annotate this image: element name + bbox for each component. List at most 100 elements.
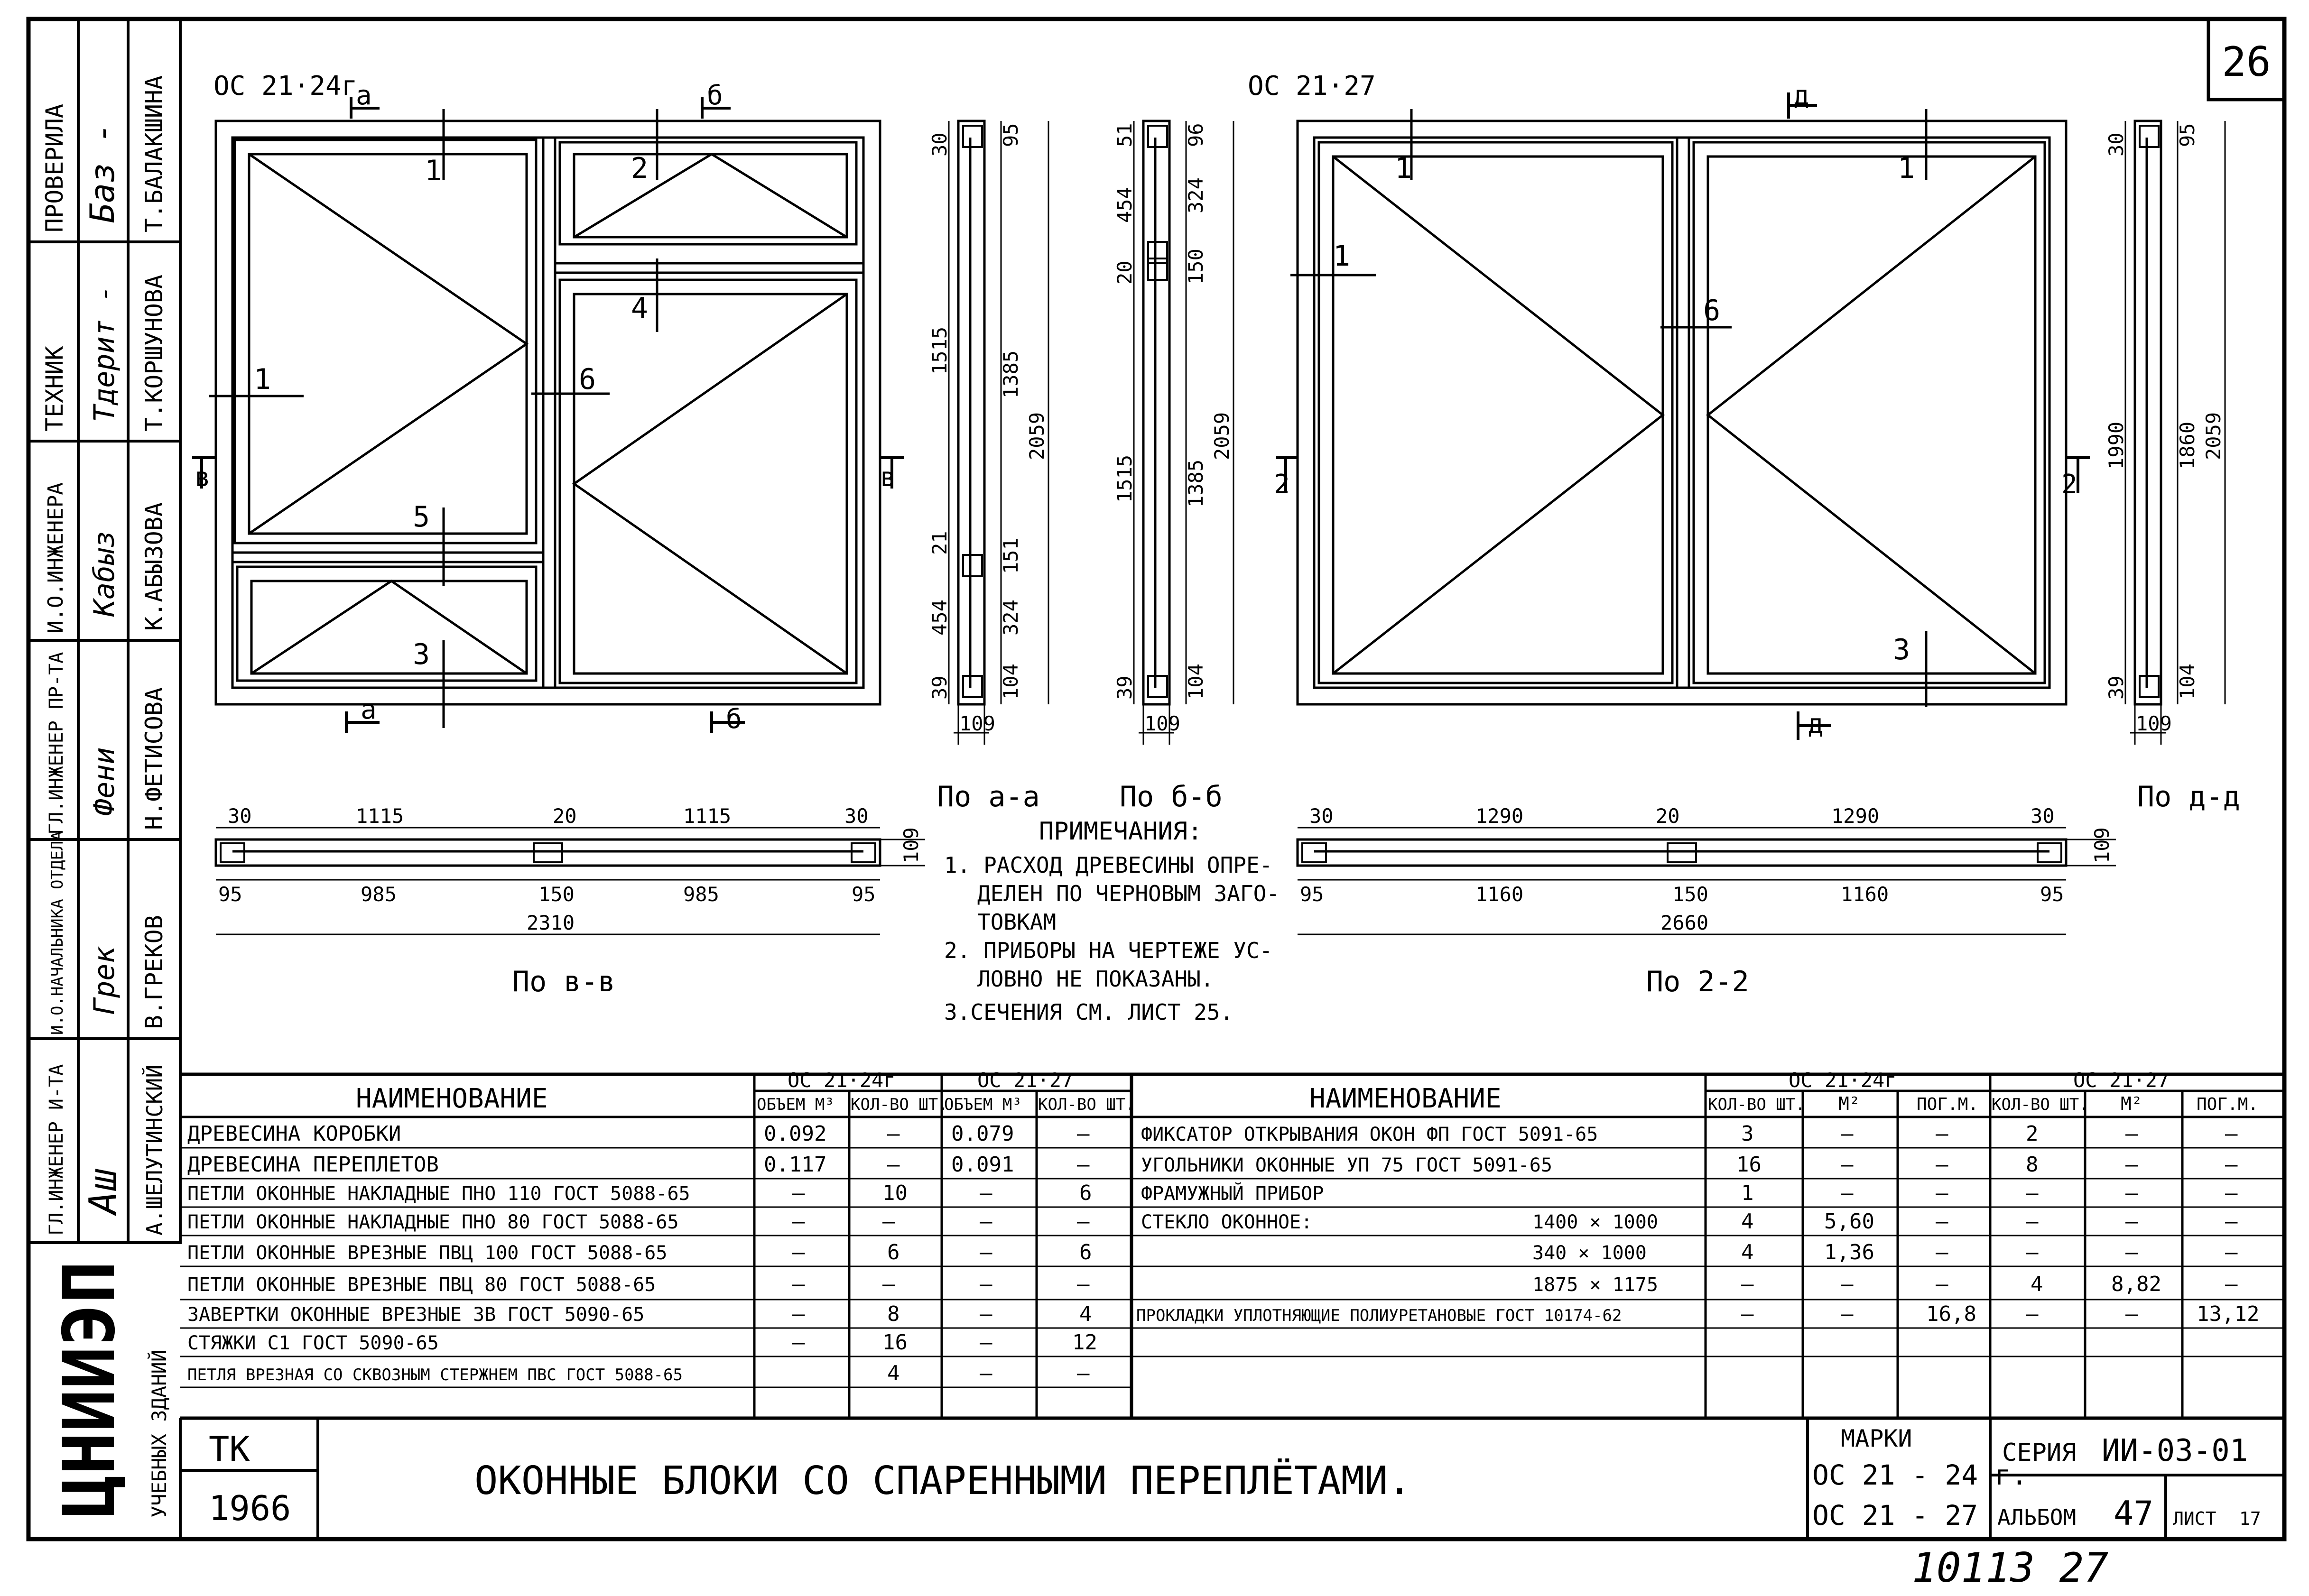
tr-r4-c4: — [2026, 1209, 2039, 1234]
bb-dim-total: 2059 [1210, 412, 1233, 460]
tr-r5-size: 340 × 1000 [1532, 1242, 1647, 1264]
tb-album-label: АЛЬБОМ [1997, 1504, 2076, 1530]
aa-dim-r3: 151 [999, 538, 1022, 574]
tr-r6-c2: — [1841, 1272, 1854, 1296]
aa-dim-l5: 39 [928, 675, 951, 700]
tr-r2-name: УГОЛЬНИКИ ОКОННЫЕ УП 75 ГОСТ 5091-65 [1141, 1154, 1552, 1176]
tl-sub-3: ОБЪЕМ М³ [944, 1095, 1022, 1114]
tr-r1-name: ФИКСАТОР ОТКРЫВАНИЯ ОКОН ФП ГОСТ 5091-65 [1141, 1124, 1598, 1145]
tr-r5-c4: — [2026, 1240, 2039, 1264]
r-callout-6: 6 [1703, 294, 1720, 327]
stamp-name-1: Т.БАЛАКШИНА [140, 75, 168, 232]
tr-r1-c3: — [1936, 1122, 1948, 1146]
cut-a-top: а [356, 80, 372, 111]
section-d-d: 30 1990 39 95 1860 104 2059 109 По д-д [2105, 120, 2240, 813]
tl-r6-c2: — [882, 1272, 895, 1296]
tl-r3-c2: 10 [882, 1181, 908, 1205]
tl-r3-c4: 6 [1079, 1181, 1092, 1205]
tr-r2-c3: — [1936, 1153, 1948, 1177]
notes-line-6: 3.СЕЧЕНИЯ СМ. ЛИСТ 25. [944, 999, 1233, 1025]
aa-caption: По а-а [937, 780, 1040, 813]
tb-sheet: 17 [2239, 1508, 2261, 1529]
notes-line-2: ДЕЛЕН ПО ЧЕРНОВЫМ ЗАГО- [977, 881, 1280, 906]
tr-sub-1: КОЛ-ВО ШТ. [1708, 1095, 1805, 1114]
right-window-mark: ОС 21·27 [1248, 71, 1376, 101]
stamp-sign-3: Кабыз [88, 531, 121, 617]
spec-table-rows [180, 1147, 2284, 1388]
tl-r4-name: ПЕТЛИ ОКОННЫЕ НАКЛАДНЫЕ ПНО 80 ГОСТ 5088… [187, 1211, 679, 1233]
g2-top-4: 1290 [1831, 804, 1879, 828]
stamp-sign-5: Грек [88, 946, 121, 1015]
window-oc-21-24: ОС 21·24г 1 2 [192, 71, 904, 735]
cut-d-bottom: д [1808, 709, 1824, 739]
org-block: ЦНИИЭП УЧЕБНЫХ ЗДАНИЙ [28, 1261, 180, 1541]
tl-r1-c1: 0.092 [764, 1122, 826, 1146]
stamp-name-3: К.АБЫЗОВА [140, 502, 168, 631]
tl-r9-name: ПЕТЛЯ ВРЕЗНАЯ СО СКВОЗНЫМ СТЕРЖНЕМ ПВС Г… [187, 1365, 683, 1384]
g2-height: 109 [2090, 827, 2114, 863]
tl-r1-c4: — [1077, 1122, 1090, 1146]
tr-r6-c6: — [2225, 1272, 2238, 1296]
callout-6: 6 [579, 363, 596, 396]
r-callout-3: 3 [1893, 633, 1910, 666]
tl-r8-name: СТЯЖКИ С1 ГОСТ 5090-65 [187, 1332, 439, 1354]
bb-dim-l4: 1515 [1113, 455, 1136, 503]
tl-r3-c1: — [792, 1181, 805, 1205]
stamp-role-5: И.О.НАЧАЛЬНИКА ОТДЕЛА [48, 831, 67, 1035]
tl-r2-c4: — [1077, 1153, 1090, 1177]
bb-dim-l1: 51 [1113, 123, 1136, 147]
tr-r7-c2: — [1841, 1302, 1854, 1326]
notes: ПРИМЕЧАНИЯ: 1. РАСХОД ДРЕВЕСИНЫ ОПРЕ- ДЕ… [944, 817, 1280, 1025]
dd-dim-width: 109 [2136, 712, 2172, 735]
tr-r6-size: 1875 × 1175 [1532, 1274, 1658, 1296]
aa-dim-r4: 324 [999, 600, 1022, 636]
tl-r8-c4: 12 [1072, 1330, 1097, 1355]
dd-dim-l2: 1990 [2105, 422, 2128, 470]
tl-r8-c1: — [792, 1330, 805, 1355]
tb-series-label: СЕРИЯ [2002, 1439, 2077, 1467]
window-oc-21-27: ОС 21·27 1 1 1 6 3 д д 2 [1248, 71, 2090, 740]
vv-bot-4: 985 [683, 883, 719, 906]
tr-r7-c3: 16,8 [1926, 1302, 1976, 1326]
tl-r8-c2: 16 [882, 1330, 908, 1355]
tl-r5-c3: — [980, 1240, 992, 1264]
tl-title: НАИМЕНОВАНИЕ [356, 1083, 548, 1114]
aa-dim-r5: 104 [999, 664, 1022, 700]
tr-r2-c2: — [1841, 1153, 1854, 1177]
tl-sub-1: ОБЪЕМ М³ [757, 1095, 835, 1114]
tb-mark1: ОС 21 - 24 г. [1812, 1459, 2028, 1491]
tl-r6-c3: — [980, 1272, 992, 1296]
tl-r7-c4: 4 [1079, 1302, 1092, 1326]
tl-r5-name: ПЕТЛИ ОКОННЫЕ ВРЕЗНЫЕ ПВЦ 100 ГОСТ 5088-… [187, 1242, 667, 1264]
tr-r1-c5: — [2125, 1122, 2138, 1146]
g2-top-1: 30 [1309, 804, 1334, 828]
tb-mark2: ОС 21 - 27 [1812, 1499, 1978, 1531]
tl-r2-c3: 0.091 [951, 1153, 1014, 1177]
tr-r2-c4: 8 [2026, 1153, 2039, 1177]
tl-r2-name: ДРЕВЕСИНА ПЕРЕПЛЕТОВ [187, 1153, 439, 1177]
g2-bot-2: 1160 [1475, 883, 1523, 906]
tb-album: 47 [2114, 1494, 2153, 1533]
tr-group2: ОС 21·27 [2073, 1069, 2169, 1092]
stamp-role-2: ТЕХНИК [41, 346, 68, 432]
tl-r4-c1: — [792, 1209, 805, 1234]
dd-dim-r1: 95 [2176, 123, 2199, 147]
stamp-role-3: И.О.ИНЖЕНЕРА [44, 482, 68, 633]
tl-r1-name: ДРЕВЕСИНА КОРОБКИ [187, 1122, 401, 1146]
bb-dim-r2: 324 [1184, 177, 1207, 213]
dd-dim-total: 2059 [2202, 412, 2225, 460]
tr-r2-c1: 16 [1736, 1153, 1762, 1177]
spec-table-grid [180, 1072, 2284, 1420]
notes-line-5: ЛОВНО НЕ ПОКАЗАНЫ. [977, 966, 1214, 992]
tl-r1-c2: — [887, 1122, 900, 1146]
tb-marks-label: МАРКИ [1841, 1425, 1912, 1452]
tl-r5-c4: 6 [1079, 1240, 1092, 1264]
notes-title: ПРИМЕЧАНИЯ: [1039, 817, 1202, 846]
tr-r6-c1: — [1741, 1272, 1754, 1296]
stamp-name-5: В.ГРЕКОВ [140, 915, 168, 1029]
aa-dim-l1: 30 [928, 132, 951, 157]
section-a-a: 30 1515 21 454 39 95 1385 151 324 104 20… [928, 120, 1049, 813]
stamp-sign-2: Тдерит - [88, 285, 121, 422]
cut-d-top: д [1793, 80, 1809, 111]
